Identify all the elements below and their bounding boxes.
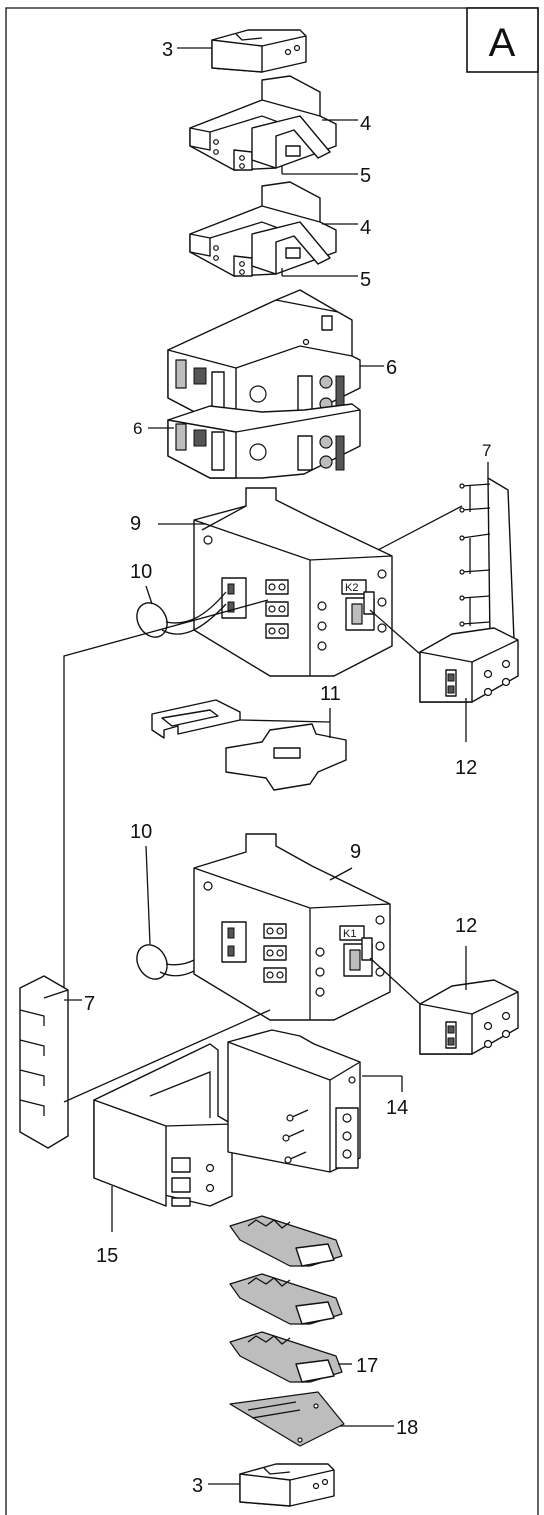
top-cover-part (211, 29, 307, 73)
aux-connect-k1 (369, 957, 421, 1005)
leader-suppressor-upper (145, 585, 153, 605)
contactor-k2-part: K2 (193, 487, 393, 677)
label-shield-upper: 4 (360, 113, 371, 135)
contactor-k1-part: K1 (193, 833, 391, 1021)
wiring-left (63, 599, 269, 1042)
aux-block-lower-part (419, 979, 519, 1055)
label-breaker-upper: 6 (386, 357, 397, 379)
busbar-right-part (459, 477, 515, 649)
busbar-connect-k2 (377, 505, 463, 551)
label-busbar-right: 7 (482, 441, 491, 460)
svg-text:A: A (489, 21, 516, 65)
label-busbar-left: 7 (84, 993, 95, 1015)
label-contactor-k1: 9 (350, 841, 361, 863)
page-frame (5, 7, 539, 1515)
label-suppressor-lower: 10 (130, 821, 152, 843)
leader-suppressor-lower (145, 845, 151, 945)
label-interlock: 11 (320, 683, 341, 705)
terminal-cover-part (93, 1043, 233, 1207)
leader-contactor-k1 (329, 867, 353, 881)
label-aux-upper: 12 (455, 757, 477, 779)
leader-interlock-a (239, 719, 331, 723)
label-top-cover: 3 (162, 39, 173, 61)
clip-lower-part (251, 221, 331, 275)
svg-text:K2: K2 (345, 582, 358, 594)
page-badge: A (466, 7, 539, 73)
clip-upper-part (251, 115, 331, 169)
suppressor-upper-part (136, 591, 227, 638)
aux-module-part (227, 1029, 361, 1173)
label-contactor-k2: 9 (130, 513, 141, 535)
label-suppressor-upper: 10 (130, 561, 152, 583)
aux-block-upper-part (419, 627, 519, 703)
terminal-block-1-part (229, 1215, 343, 1267)
end-plate-part (229, 1391, 345, 1447)
label-terminal-cover: 15 (96, 1245, 118, 1267)
label-terminal-blocks: 17 (356, 1355, 378, 1377)
breaker-upper-part (167, 289, 361, 421)
busbar-left-part (19, 975, 69, 1149)
terminal-block-2-part (229, 1273, 343, 1325)
terminal-block-3-part (229, 1331, 343, 1383)
label-aux-module: 14 (386, 1097, 408, 1119)
label-aux-lower: 12 (455, 915, 477, 937)
label-clip-upper: 5 (360, 165, 371, 187)
wiring-k1-busbar (63, 1009, 271, 1103)
label-shield-lower: 4 (360, 217, 371, 239)
interlock-part (151, 699, 347, 791)
label-breaker-lower: 6 (133, 419, 142, 438)
busbar-connect-k2-aux (369, 609, 421, 655)
svg-text:K1: K1 (343, 928, 356, 940)
bottom-cover-part (239, 1463, 335, 1507)
breaker-lower-part (167, 403, 361, 479)
label-clip-lower: 5 (360, 269, 371, 291)
label-bottom-cover: 3 (192, 1475, 203, 1497)
label-end-plate: 18 (396, 1417, 418, 1439)
